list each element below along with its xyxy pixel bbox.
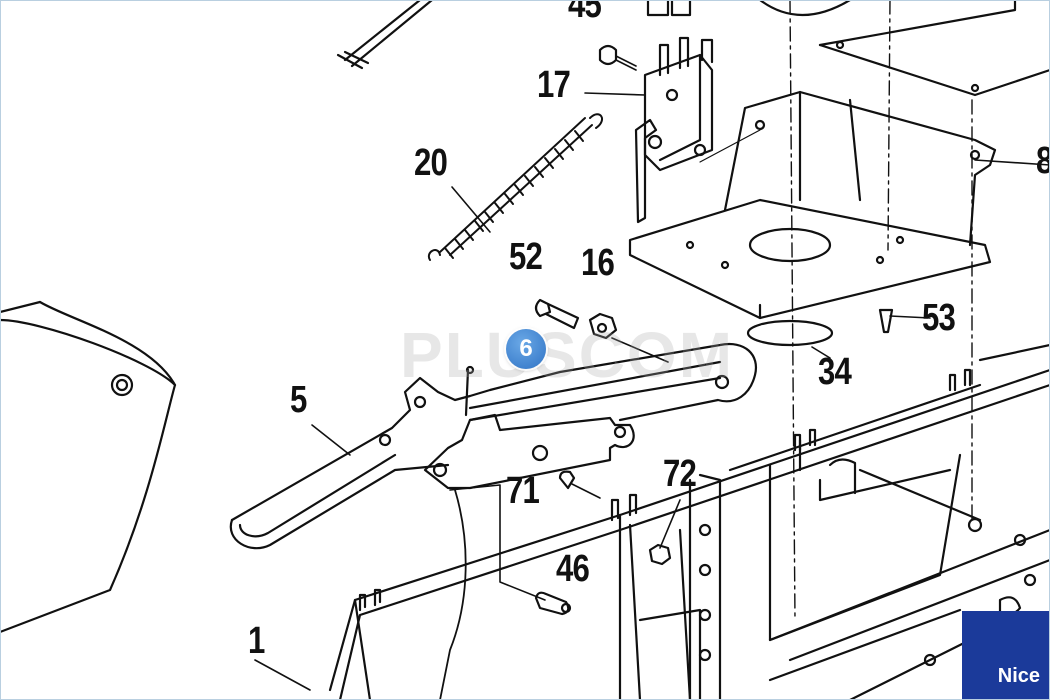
part-label-52: 52 <box>509 236 543 278</box>
spring-20 <box>427 113 603 261</box>
screw-53 <box>878 308 894 334</box>
microswitch-17 <box>634 36 714 224</box>
leader-16 <box>611 337 669 363</box>
part-label-34: 34 <box>818 351 852 393</box>
screw-45 <box>598 0 692 71</box>
o-ring-34 <box>746 319 834 347</box>
brand-logo-text: Nice <box>997 665 1040 687</box>
center-lines <box>789 0 973 621</box>
part-label-53: 53 <box>922 297 956 339</box>
part-label-72: 72 <box>663 453 697 495</box>
cable-part <box>336 0 434 70</box>
part-label-46: 46 <box>556 548 590 590</box>
screw-46 <box>534 591 572 616</box>
cover-plate <box>758 0 1050 97</box>
brand-logo-badge: Nice <box>962 611 1050 700</box>
part-label-8: 8 <box>1036 142 1050 180</box>
lever-arm-5 <box>229 342 758 550</box>
leader-lines <box>254 92 1050 691</box>
part-label-17: 17 <box>537 64 571 106</box>
nut-72 <box>648 543 672 566</box>
nut-16 <box>588 312 618 340</box>
hotspot-marker[interactable]: 6 <box>506 329 546 369</box>
part-label-5: 5 <box>290 379 307 421</box>
part-label-1: 1 <box>248 620 265 662</box>
part-label-71: 71 <box>506 470 540 512</box>
base-housing <box>328 343 1050 700</box>
screw-71 <box>558 470 601 499</box>
part-label-45: 45 <box>568 0 602 26</box>
housing-cover <box>0 300 177 634</box>
part-label-20: 20 <box>414 142 448 184</box>
wire <box>439 489 467 700</box>
plate-bracket <box>423 365 635 490</box>
screw-52 <box>534 298 580 330</box>
part-label-16: 16 <box>581 242 615 284</box>
watermark-text: PLUSCOM <box>400 319 734 391</box>
motor-mount-bracket <box>628 90 997 320</box>
